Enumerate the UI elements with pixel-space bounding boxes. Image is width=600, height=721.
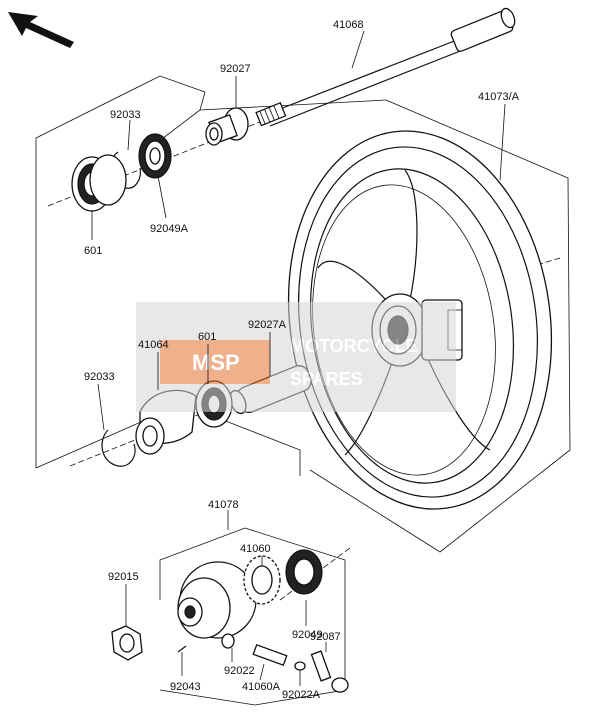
watermark-text-line2: SPARES	[290, 369, 363, 389]
front-direction-arrow-icon	[8, 12, 74, 48]
label-axle: 41068	[333, 19, 364, 31]
label-circlip-top: 92033	[110, 109, 141, 121]
bolt-part	[310, 650, 349, 693]
label-bolt: 92087	[310, 631, 341, 643]
pin-part	[177, 645, 187, 653]
nut-part	[111, 625, 143, 661]
label-circlip-mid: 92033	[84, 371, 115, 383]
label-bearing-top: 601	[84, 245, 102, 257]
label-drive: 41060A	[242, 681, 281, 693]
watermark-logo-text: MSP	[192, 350, 240, 375]
label-spacer: 92027A	[248, 319, 287, 331]
label-seal-top: 92049A	[150, 223, 189, 235]
watermark-logo-badge	[160, 340, 270, 384]
watermark: MSP MOTORCYCLE SPARES	[136, 302, 456, 412]
meter-gear-housing-part	[177, 561, 257, 639]
label-assembly: 41078	[208, 499, 239, 511]
seal-top-part	[138, 133, 172, 179]
assembly-outline	[35, 75, 571, 706]
label-wheel: 41073/A	[478, 91, 520, 103]
label-flange: 41064	[138, 339, 169, 351]
axle-part	[255, 7, 516, 127]
leader-lines	[91, 30, 506, 686]
circlip-mid-part	[101, 429, 136, 467]
label-seal-bottom: 92049	[292, 629, 323, 641]
collar-part	[205, 107, 249, 146]
label-nut: 92015	[108, 571, 139, 583]
label-washer-b: 92022A	[282, 689, 321, 701]
label-pin: 92043	[170, 681, 201, 693]
bearing-top-part	[71, 154, 127, 212]
drive-shaft-part	[252, 643, 306, 671]
label-washer: 92022	[224, 665, 255, 677]
label-bearing-mid: 601	[198, 331, 216, 343]
label-collar-top: 92027	[220, 63, 251, 75]
washer-part	[221, 633, 235, 649]
part-labels: 41068 92027 92033 92049A 601 41073/A 920…	[84, 19, 520, 701]
seal-bottom-part	[285, 549, 323, 595]
label-gear: 41060	[240, 543, 271, 555]
watermark-text-line1: MOTORCYCLE	[290, 336, 418, 356]
